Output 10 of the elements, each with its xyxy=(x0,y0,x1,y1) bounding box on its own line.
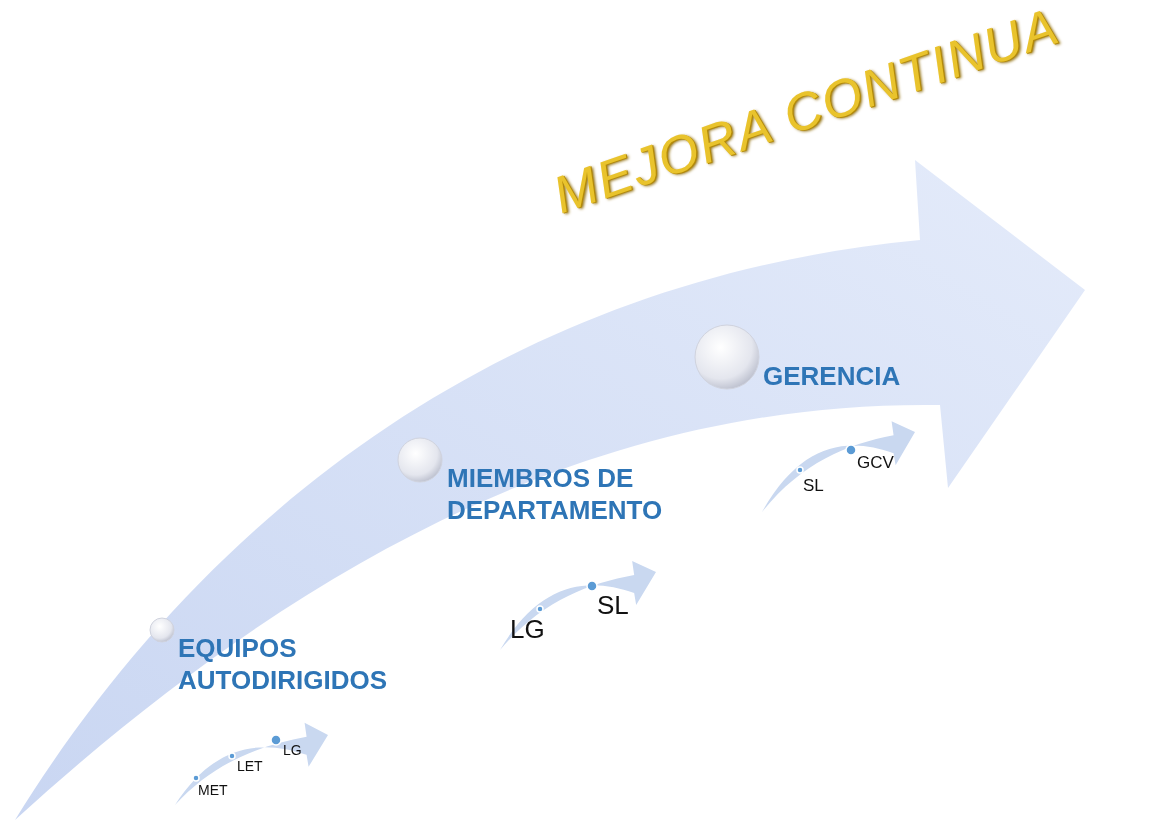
step-label: LG xyxy=(510,614,545,645)
step-label: MET xyxy=(198,782,228,798)
step-label: SL xyxy=(597,590,629,621)
step-label: SL xyxy=(803,476,824,496)
step-label: GCV xyxy=(857,453,894,473)
stage-label: MIEMBROS DE DEPARTAMENTO xyxy=(447,462,664,526)
stage-label: GERENCIA xyxy=(763,360,902,392)
stage-label: EQUIPOS AUTODIRIGIDOS xyxy=(178,632,388,696)
step-label: LG xyxy=(283,742,302,758)
step-label: LET xyxy=(237,758,263,774)
